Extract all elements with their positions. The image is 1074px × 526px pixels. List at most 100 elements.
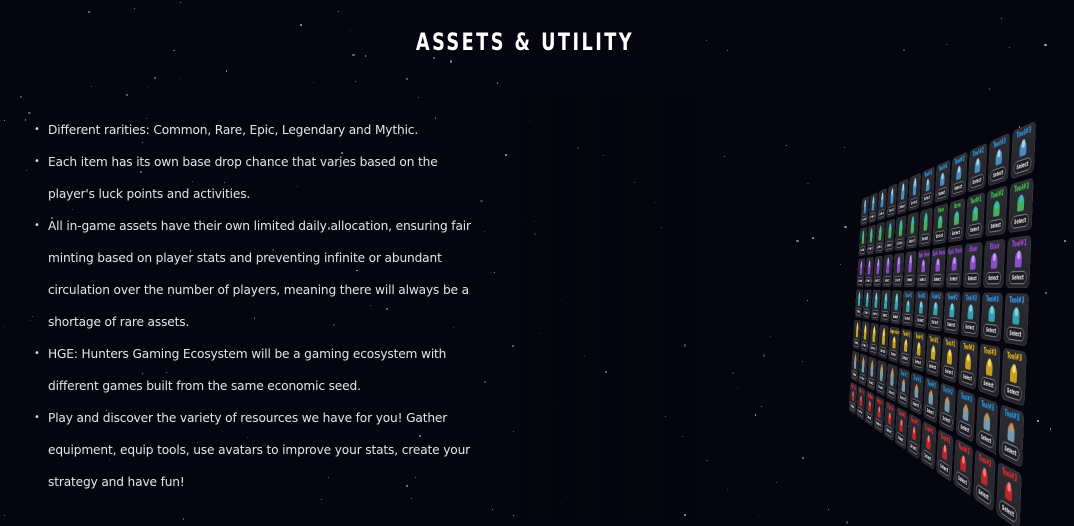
- select-button[interactable]: Select: [934, 229, 946, 242]
- select-button[interactable]: Select: [885, 424, 893, 439]
- select-button[interactable]: Select: [869, 211, 876, 222]
- select-button[interactable]: Select: [1006, 326, 1025, 343]
- select-button[interactable]: Select: [908, 439, 919, 456]
- asset-card[interactable]: Select: [885, 363, 898, 403]
- select-button[interactable]: Select: [1003, 383, 1023, 403]
- select-button[interactable]: Select: [871, 309, 879, 319]
- select-button[interactable]: Select: [927, 360, 939, 374]
- select-button[interactable]: Select: [1011, 212, 1030, 229]
- select-button[interactable]: Select: [913, 356, 923, 369]
- select-button[interactable]: Select: [987, 217, 1004, 233]
- asset-card[interactable]: Select: [880, 289, 892, 323]
- asset-card[interactable]: Select: [894, 215, 907, 251]
- select-button[interactable]: Select: [937, 458, 951, 478]
- select-button[interactable]: Select: [905, 275, 914, 285]
- select-button[interactable]: Select: [867, 244, 874, 253]
- select-button[interactable]: Select: [869, 343, 877, 354]
- select-button[interactable]: Select: [861, 215, 868, 224]
- select-button[interactable]: Select: [878, 208, 885, 219]
- select-button[interactable]: Select: [983, 323, 999, 339]
- select-button[interactable]: Select: [857, 277, 864, 285]
- select-button[interactable]: Select: [965, 272, 980, 284]
- select-button[interactable]: Select: [887, 386, 896, 400]
- asset-card[interactable]: Select: [905, 211, 919, 249]
- select-button[interactable]: Select: [859, 245, 866, 254]
- select-button[interactable]: Select: [887, 205, 895, 216]
- select-button[interactable]: Select: [900, 352, 910, 365]
- select-button[interactable]: Select: [861, 341, 868, 351]
- select-button[interactable]: Select: [942, 365, 956, 380]
- select-button[interactable]: Select: [855, 307, 862, 316]
- select-button[interactable]: Select: [929, 317, 941, 329]
- select-button[interactable]: Select: [907, 235, 917, 247]
- asset-card[interactable]: Select: [878, 324, 889, 360]
- asset-card[interactable]: Select: [886, 183, 898, 218]
- select-button[interactable]: Select: [874, 417, 883, 431]
- asset-card[interactable]: Select: [918, 207, 933, 247]
- select-button[interactable]: Select: [874, 276, 881, 285]
- select-button[interactable]: Select: [998, 498, 1018, 525]
- select-button[interactable]: Select: [1008, 270, 1028, 284]
- select-button[interactable]: Select: [917, 274, 928, 285]
- asset-card[interactable]: Select: [882, 254, 894, 287]
- select-button[interactable]: Select: [922, 191, 933, 205]
- asset-card[interactable]: Select: [884, 218, 896, 253]
- asset-card[interactable]: Select: [875, 359, 887, 397]
- select-button[interactable]: Select: [947, 273, 960, 284]
- select-button[interactable]: Select: [853, 338, 860, 348]
- select-button[interactable]: Select: [962, 321, 977, 335]
- select-button[interactable]: Select: [881, 311, 889, 321]
- select-button[interactable]: Select: [955, 470, 970, 492]
- select-button[interactable]: Select: [980, 376, 997, 394]
- asset-card[interactable]: Select: [890, 290, 903, 325]
- select-button[interactable]: Select: [863, 308, 870, 318]
- select-button[interactable]: Select: [883, 275, 891, 285]
- select-button[interactable]: Select: [877, 381, 885, 394]
- select-button[interactable]: Select: [967, 222, 982, 237]
- select-button[interactable]: Select: [931, 273, 943, 285]
- select-button[interactable]: Select: [975, 483, 992, 507]
- select-button[interactable]: Select: [859, 373, 866, 384]
- select-button[interactable]: Select: [857, 406, 864, 418]
- asset-card[interactable]: Select: [892, 252, 905, 287]
